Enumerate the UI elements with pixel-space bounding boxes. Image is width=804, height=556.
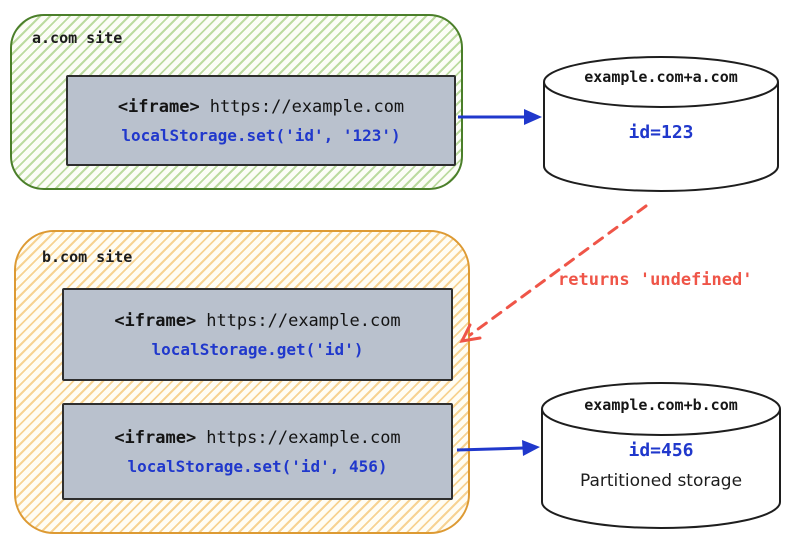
- iframe-b-set-url: https://example.com: [206, 427, 401, 448]
- iframe-a-line: <iframe> https://example.com: [118, 97, 404, 117]
- iframe-b-get-url: https://example.com: [206, 310, 401, 331]
- iframe-a-url: https://example.com: [209, 96, 405, 117]
- storage-a-value: id=123: [628, 122, 694, 143]
- iframe-a-code: localStorage.set('id', '123'): [121, 125, 401, 145]
- site-b-container: b.com site <iframe> https://example.com …: [14, 230, 470, 534]
- iframe-box-a: <iframe> https://example.com localStorag…: [66, 75, 456, 166]
- iframe-b-set-line: <iframe> https://example.com: [114, 428, 400, 448]
- iframe-b-set-code: localStorage.set('id', 456): [127, 456, 388, 476]
- iframe-box-b-set: <iframe> https://example.com localStorag…: [62, 403, 453, 500]
- iframe-b-get-line: <iframe> https://example.com: [114, 311, 400, 331]
- storage-b-caption: Partitioned storage: [579, 471, 743, 491]
- storage-b-title: example.com+b.com: [584, 396, 738, 414]
- iframe-b-get-code: localStorage.get('id'): [151, 339, 364, 359]
- arrow-a-to-storage-head: [524, 109, 542, 125]
- site-a-container: a.com site <iframe> https://example.com …: [10, 14, 463, 190]
- site-b-label: b.com site: [42, 248, 133, 266]
- iframe-a-tag: <iframe>: [117, 96, 200, 117]
- storage-b-value: id=456: [628, 440, 694, 461]
- iframe-b-get-tag: <iframe>: [114, 310, 197, 331]
- iframe-b-set-tag: <iframe>: [114, 427, 197, 448]
- arrow-bset-to-storage-head: [522, 440, 540, 456]
- storage-a-title: example.com+a.com: [584, 68, 738, 86]
- site-a-label: a.com site: [32, 29, 123, 47]
- returns-undefined-label: returns 'undefined': [558, 270, 753, 290]
- iframe-box-b-get: <iframe> https://example.com localStorag…: [62, 288, 453, 381]
